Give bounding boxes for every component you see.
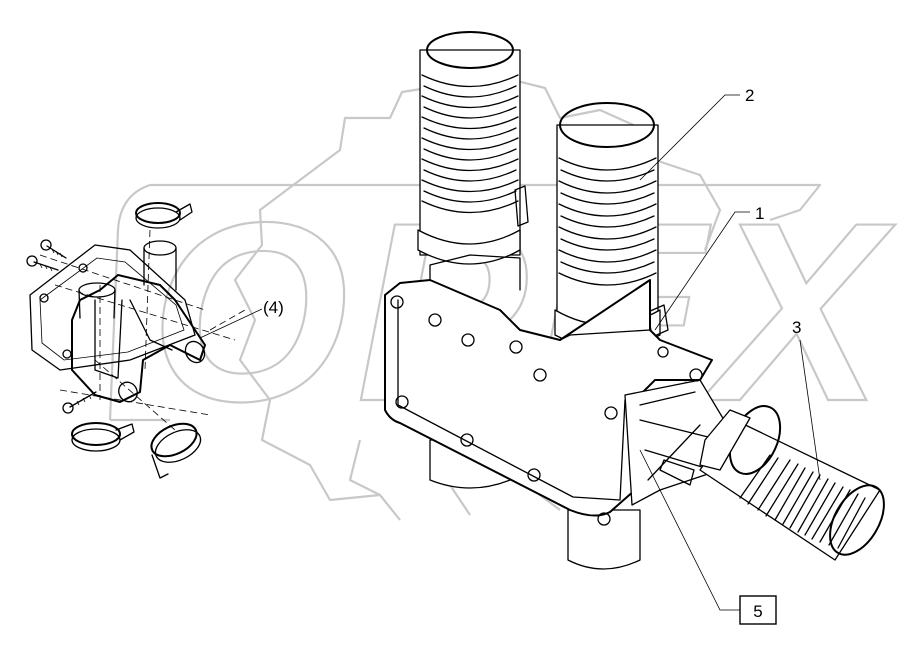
hose-clamp-icon	[71, 422, 135, 452]
leader-line-5	[639, 449, 740, 611]
screw-icon	[26, 255, 59, 272]
frame-struts	[639, 391, 721, 481]
mounting-plate-inner	[39, 257, 185, 361]
frame-lug	[659, 459, 695, 486]
splitter-body-edge	[94, 299, 123, 379]
plate-hole	[62, 349, 72, 359]
hose-clamp-icon	[135, 202, 193, 229]
hose-left-clamp	[417, 229, 521, 265]
lower-outlet	[118, 381, 138, 403]
watermark-gear-outline	[233, 76, 722, 521]
inlet-pipe-top	[78, 282, 116, 298]
exploded-view	[26, 202, 246, 479]
callout-5: 5	[753, 602, 762, 621]
screw-icon	[62, 391, 97, 414]
callout-3: 3	[792, 318, 801, 337]
hose-right-opening	[559, 102, 655, 148]
leader-line-3	[799, 339, 821, 481]
hose-side-opening	[829, 484, 885, 556]
callout-2: 2	[745, 86, 754, 105]
plate-hole	[78, 263, 88, 273]
corrugated-hose-side	[699, 405, 885, 561]
inlet-pipe	[78, 289, 116, 319]
assembly-axis	[39, 229, 246, 431]
callout-labels: 2 1 3 (4) 5	[263, 86, 801, 625]
hose-clamp-icon	[150, 422, 202, 479]
splitter-body-exploded	[71, 274, 206, 403]
outlet-pipe-lower-right	[567, 509, 641, 570]
side-outlet	[184, 340, 206, 364]
outlet-pipe	[143, 247, 177, 291]
housing-top-left	[429, 254, 521, 291]
leader-line-4	[199, 308, 263, 339]
callout-5-box	[739, 595, 777, 625]
housing-edge	[397, 299, 626, 501]
mounting-plate	[29, 244, 196, 371]
splitter-body-edge	[129, 299, 173, 351]
callout-1: 1	[755, 204, 764, 223]
leader-lines	[199, 94, 821, 611]
leader-line-2	[639, 94, 740, 181]
clamp-screw	[514, 185, 529, 227]
callout-4: (4)	[263, 298, 284, 317]
hose-left-opening	[426, 31, 514, 69]
bolt-icon	[390, 295, 703, 526]
side-clamp	[699, 409, 751, 471]
main-assembly	[199, 31, 885, 611]
corrugated-hose-left	[417, 31, 529, 265]
housing-top-right	[559, 329, 651, 341]
screw-icon	[40, 239, 67, 259]
leader-line-1	[654, 211, 750, 331]
plate-hole	[39, 293, 49, 303]
